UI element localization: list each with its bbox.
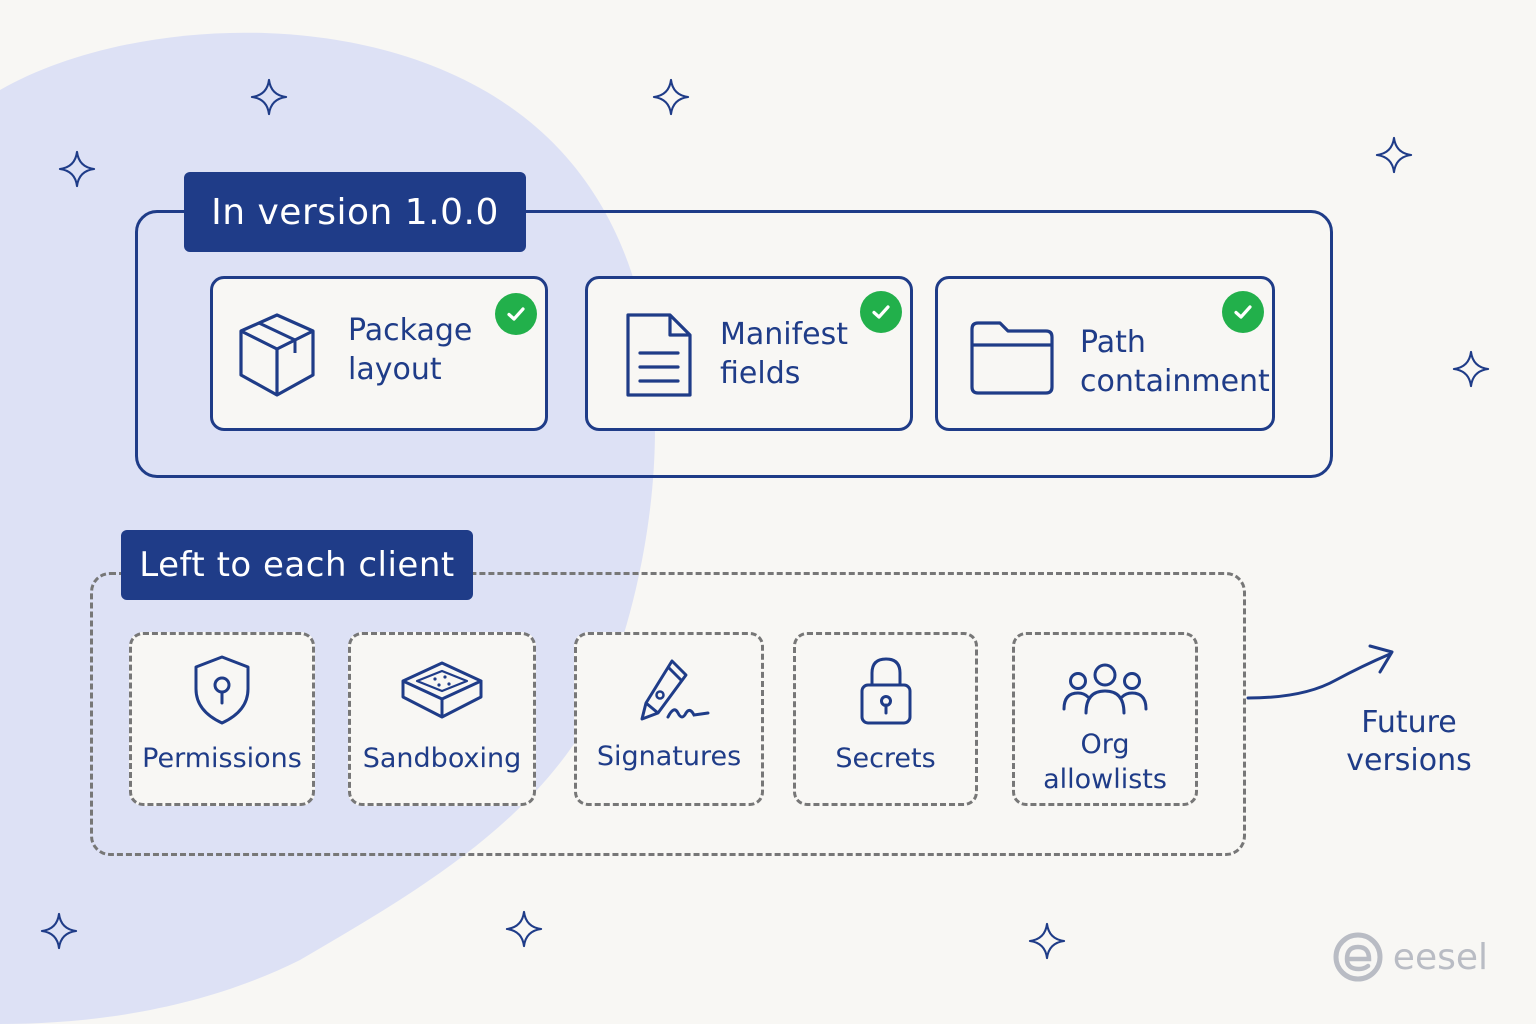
people-group-icon [1060, 661, 1150, 719]
version-card-package-layout: Package layout [210, 276, 548, 431]
version-card-path-containment: Path containment [935, 276, 1275, 431]
client-card-label: Permissions [142, 743, 302, 774]
sparkle-icon [40, 912, 78, 950]
eesel-logo-icon [1333, 932, 1383, 982]
version-card-label: Package layout [348, 313, 473, 387]
document-icon [622, 309, 696, 401]
check-icon [495, 293, 537, 335]
client-card-label: Org allowlists [1043, 729, 1167, 796]
client-card-label: Secrets [835, 743, 936, 774]
pen-signature-icon [624, 655, 714, 729]
brand-name: eesel [1392, 936, 1488, 978]
future-versions-label: Future versions [1346, 705, 1472, 778]
package-box-icon [235, 309, 319, 401]
sparkle-icon [652, 78, 690, 116]
client-card-sandboxing: Sandboxing [348, 632, 536, 806]
shield-lock-icon [190, 653, 254, 727]
sparkle-icon [1375, 136, 1413, 174]
sandbox-tray-icon [397, 657, 487, 723]
check-icon [1222, 291, 1264, 333]
sparkle-icon [1452, 350, 1490, 388]
client-card-org-allowlists: Org allowlists [1012, 632, 1198, 806]
eesel-logo: eesel [1333, 932, 1488, 982]
client-section-title: Left to each client [121, 530, 473, 600]
arrow-right-icon [1246, 644, 1394, 700]
client-card-label: Sandboxing [362, 743, 522, 774]
version-card-manifest-fields: Manifest fields [585, 276, 913, 431]
sparkle-icon [58, 150, 96, 188]
client-card-secrets: Secrets [793, 632, 978, 806]
version-section-frame [135, 210, 1333, 478]
padlock-icon [856, 653, 916, 727]
client-card-label: Signatures [596, 741, 742, 772]
version-section-title: In version 1.0.0 [184, 172, 526, 252]
sparkle-icon [1028, 922, 1066, 960]
check-icon [860, 291, 902, 333]
client-section-frame [90, 572, 1246, 856]
sparkle-icon [250, 78, 288, 116]
version-card-label: Manifest fields [720, 317, 849, 391]
folder-icon [966, 317, 1058, 397]
client-card-permissions: Permissions [129, 632, 315, 806]
version-card-label: Path containment [1080, 325, 1270, 399]
sparkle-icon [505, 910, 543, 948]
client-card-signatures: Signatures [574, 632, 764, 806]
